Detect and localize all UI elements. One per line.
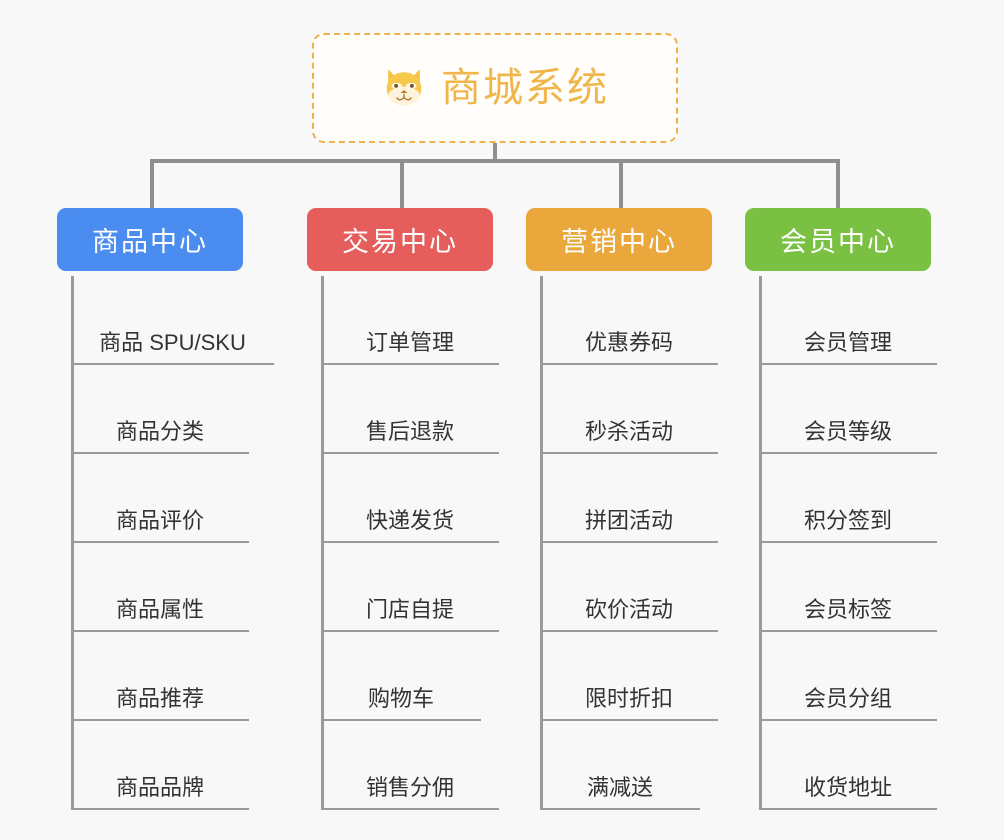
leaf-item[interactable]: 拼团活动 (540, 454, 718, 543)
leaf-item[interactable]: 满减送 (540, 721, 700, 810)
leaf-item-label: 秒杀活动 (584, 419, 673, 444)
leaf-list-member-center: 会员管理会员等级积分签到会员标签会员分组收货地址 (759, 276, 937, 810)
leaf-item-label: 积分签到 (803, 508, 892, 533)
leaf-list-marketing-center: 优惠券码秒杀活动拼团活动砍价活动限时折扣满减送 (540, 276, 718, 810)
leaf-item[interactable]: 商品品牌 (71, 721, 249, 810)
connector-horizontal-bus (150, 159, 840, 163)
leaf-item-label: 会员分组 (803, 686, 892, 711)
category-spine-product-center (71, 276, 74, 810)
category-spine-marketing-center (540, 276, 543, 810)
leaf-item-label: 商品品牌 (115, 775, 204, 800)
connector-drop-marketing-center (619, 159, 623, 209)
leaf-item-label: 订单管理 (365, 330, 454, 355)
leaf-item[interactable]: 限时折扣 (540, 632, 718, 721)
leaf-item-label: 会员等级 (803, 419, 892, 444)
leaf-item[interactable]: 会员等级 (759, 365, 937, 454)
leaf-list-trade-center: 订单管理售后退款快递发货门店自提购物车销售分佣 (321, 276, 499, 810)
leaf-item-label: 购物车 (367, 686, 434, 711)
leaf-item-label: 商品 SPU/SKU (99, 330, 246, 355)
leaf-item-label: 商品属性 (115, 597, 204, 622)
leaf-item-label: 拼团活动 (584, 508, 673, 533)
leaf-item[interactable]: 销售分佣 (321, 721, 499, 810)
leaf-item[interactable]: 砍价活动 (540, 543, 718, 632)
leaf-item-label: 商品推荐 (115, 686, 204, 711)
leaf-item[interactable]: 购物车 (321, 632, 481, 721)
category-header-label: 商品中心 (92, 227, 208, 257)
leaf-item[interactable]: 会员管理 (759, 276, 937, 365)
connector-drop-product-center (150, 159, 154, 209)
connector-drop-trade-center (400, 159, 404, 209)
category-header-product-center[interactable]: 商品中心 (57, 208, 243, 271)
root-node[interactable]: 商城系统 (312, 33, 678, 143)
leaf-item[interactable]: 售后退款 (321, 365, 499, 454)
category-column-trade-center: 交易中心订单管理售后退款快递发货门店自提购物车销售分佣 (307, 208, 507, 810)
leaf-item[interactable]: 秒杀活动 (540, 365, 718, 454)
connector-root-stem (493, 143, 497, 161)
leaf-item-label: 商品评价 (115, 508, 204, 533)
category-spine-trade-center (321, 276, 324, 810)
leaf-item-label: 优惠券码 (584, 330, 673, 355)
category-column-marketing-center: 营销中心优惠券码秒杀活动拼团活动砍价活动限时折扣满减送 (526, 208, 726, 810)
category-header-member-center[interactable]: 会员中心 (745, 208, 931, 271)
connector-drop-member-center (836, 159, 840, 209)
leaf-item[interactable]: 商品推荐 (71, 632, 249, 721)
leaf-item-label: 销售分佣 (365, 775, 454, 800)
leaf-item[interactable]: 优惠券码 (540, 276, 718, 365)
shiba-dog-icon (381, 65, 427, 111)
leaf-item[interactable]: 收货地址 (759, 721, 937, 810)
leaf-item-label: 收货地址 (803, 775, 892, 800)
leaf-item-label: 商品分类 (115, 419, 204, 444)
category-header-label: 营销中心 (561, 227, 677, 257)
leaf-item-label: 会员标签 (803, 597, 892, 622)
leaf-item-label: 会员管理 (803, 330, 892, 355)
leaf-item[interactable]: 商品属性 (71, 543, 249, 632)
leaf-item-label: 满减送 (586, 775, 653, 800)
category-column-product-center: 商品中心商品 SPU/SKU 商品分类商品评价商品属性商品推荐商品品牌 (57, 208, 274, 810)
leaf-item-label: 限时折扣 (584, 686, 673, 711)
leaf-item-label: 门店自提 (365, 597, 454, 622)
category-header-label: 交易中心 (342, 227, 458, 257)
leaf-item[interactable]: 商品评价 (71, 454, 249, 543)
leaf-item-label: 砍价活动 (584, 597, 673, 622)
leaf-item-label: 快递发货 (365, 508, 454, 533)
category-header-trade-center[interactable]: 交易中心 (307, 208, 493, 271)
leaf-item-label: 售后退款 (365, 419, 454, 444)
category-spine-member-center (759, 276, 762, 810)
category-header-marketing-center[interactable]: 营销中心 (526, 208, 712, 271)
category-header-label: 会员中心 (780, 227, 896, 257)
leaf-list-product-center: 商品 SPU/SKU 商品分类商品评价商品属性商品推荐商品品牌 (71, 276, 274, 810)
category-column-member-center: 会员中心会员管理会员等级积分签到会员标签会员分组收货地址 (745, 208, 945, 810)
leaf-item[interactable]: 会员分组 (759, 632, 937, 721)
leaf-item[interactable]: 商品分类 (71, 365, 249, 454)
leaf-item[interactable]: 快递发货 (321, 454, 499, 543)
root-title: 商城系统 (441, 66, 609, 110)
leaf-item[interactable]: 商品 SPU/SKU (71, 276, 274, 365)
leaf-item[interactable]: 门店自提 (321, 543, 499, 632)
leaf-item[interactable]: 积分签到 (759, 454, 937, 543)
leaf-item[interactable]: 订单管理 (321, 276, 499, 365)
leaf-item[interactable]: 会员标签 (759, 543, 937, 632)
